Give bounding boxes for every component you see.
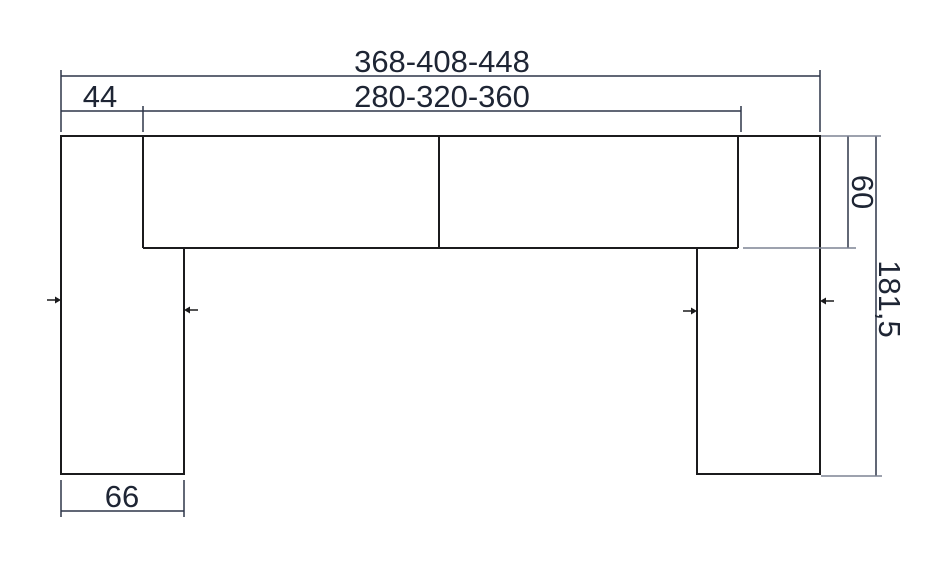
dimension-labels: 368-408-448 280-320-360 44 66 60 181,5 (83, 44, 907, 514)
left-inner-seam-marker-icon (184, 306, 198, 314)
label-overall-width: 368-408-448 (354, 44, 530, 79)
dimension-lines (60, 70, 877, 517)
furniture-outline (60, 135, 821, 475)
seam-markers (47, 296, 834, 315)
label-arm-width: 44 (83, 79, 117, 114)
label-seat-width: 280-320-360 (354, 79, 530, 114)
left-outer-seam-marker-icon (47, 296, 61, 304)
label-body-depth: 60 (845, 175, 880, 209)
right-inner-seam-marker-icon (683, 307, 697, 315)
dimension-extension-ticks (743, 135, 882, 477)
right-outer-seam-marker-icon (820, 297, 834, 305)
label-chaise-width: 66 (105, 479, 139, 514)
label-total-depth: 181,5 (872, 260, 907, 338)
